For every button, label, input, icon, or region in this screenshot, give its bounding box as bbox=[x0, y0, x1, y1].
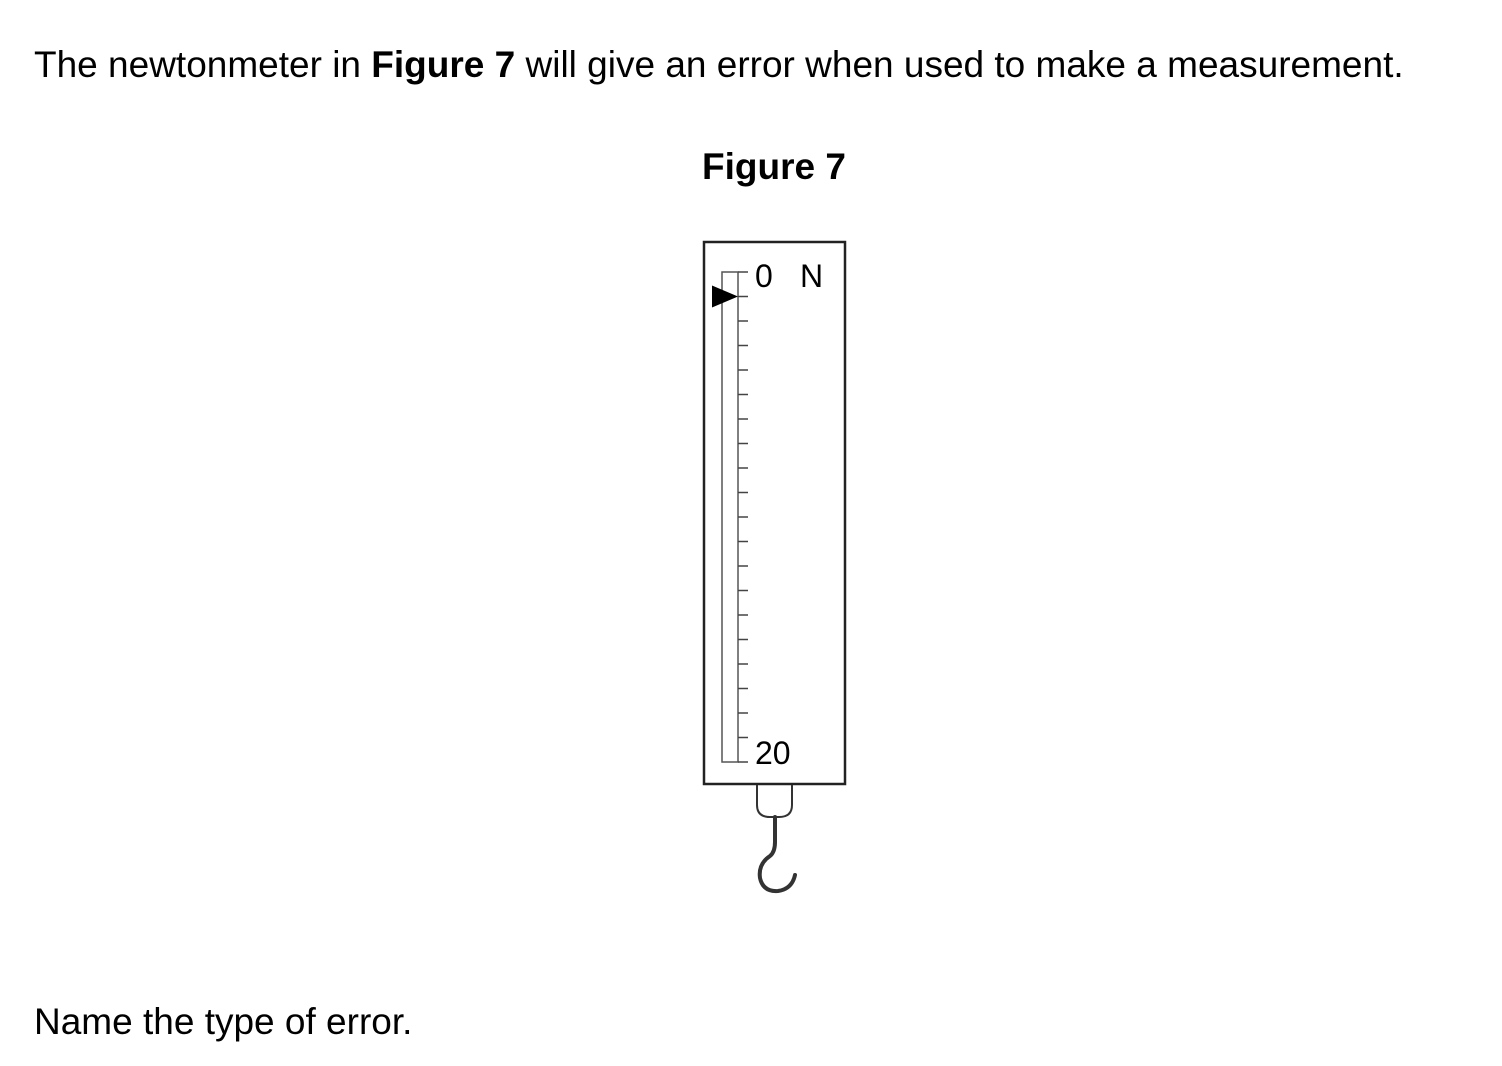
unit-label: N bbox=[800, 258, 823, 294]
hook-icon bbox=[757, 815, 797, 894]
hook-holder bbox=[756, 785, 793, 818]
figure-reference: Figure 7 bbox=[371, 44, 516, 85]
scale-ticks bbox=[738, 271, 748, 763]
max-label: 20 bbox=[755, 735, 791, 771]
question-text: The newtonmeter in Figure 7 will give an… bbox=[34, 46, 1404, 83]
zero-label: 0 bbox=[755, 258, 773, 294]
question-prefix: The newtonmeter in bbox=[34, 44, 372, 85]
newtonmeter-body bbox=[702, 240, 847, 786]
pointer-icon bbox=[712, 285, 738, 308]
prompt-text: Name the type of error. bbox=[34, 1001, 413, 1042]
question-suffix: will give an error when used to make a m… bbox=[515, 44, 1404, 85]
figure-title: Figure 7 bbox=[702, 146, 846, 187]
